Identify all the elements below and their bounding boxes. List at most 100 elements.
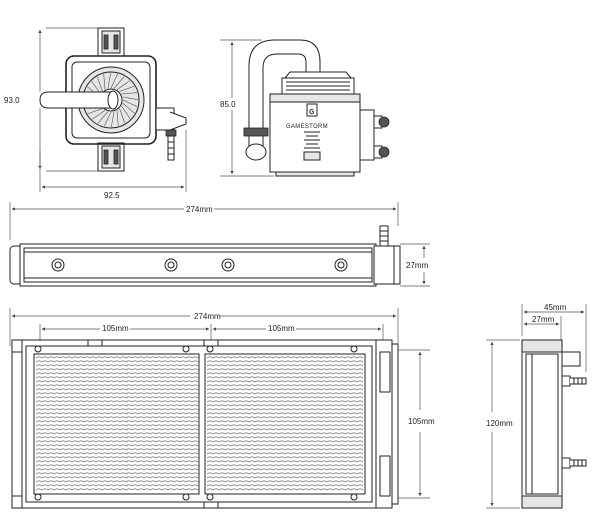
radiator-fin-row [206, 420, 364, 423]
radiator-fin-row [206, 428, 364, 431]
radiator-front-length-label: 274mm [194, 312, 221, 321]
radiator-fin-row [35, 364, 199, 367]
radiator-fin-row [35, 444, 199, 447]
pump-top-height-dimension: 93.0 [4, 27, 98, 172]
radiator-fin-row [206, 360, 364, 363]
radiator-front-length-dimension: 274mm [9, 308, 399, 346]
radiator-fin-row [206, 452, 364, 455]
pump-side-view: G GAMESTORM 85.0 [220, 39, 390, 177]
radiator-fin-row [206, 440, 364, 443]
radiator-side-body [19, 243, 377, 287]
radiator-fin-row [206, 404, 364, 407]
impeller-blade [107, 72, 111, 89]
radiator-fin-row [206, 456, 364, 459]
radiator-fin-row [35, 404, 199, 407]
radiator-side-thickness-dimension: 27mm [400, 243, 430, 287]
radiator-fin-row [35, 388, 199, 391]
radiator-fin-row [206, 364, 364, 367]
pump-top-width-dimension: 92.5 [39, 130, 187, 200]
impeller-blade [110, 73, 118, 89]
pump-top-mount-bracket-top [97, 27, 125, 57]
radiator-front-fan-spacing-left-label: 105mm [102, 324, 129, 333]
radiator-fin-row [206, 372, 364, 375]
radiator-fin-row [35, 420, 199, 423]
pump-top-mount-bracket-bottom [97, 142, 125, 172]
impeller-blade [122, 99, 138, 107]
radiator-fin-row [35, 408, 199, 411]
impeller-blade [87, 108, 103, 115]
radiator-end-core-width-dimension: 27mm [523, 315, 562, 340]
gamestorm-logo: G GAMESTORM [286, 103, 328, 161]
impeller-blade [96, 76, 103, 92]
radiator-fin-row [35, 476, 199, 479]
radiator-side-mount-holes [51, 258, 348, 272]
radiator-end-total-width-label: 45mm [544, 303, 567, 312]
radiator-fin-row [35, 440, 199, 443]
radiator-fin-row [35, 396, 199, 399]
radiator-fin-row [35, 448, 199, 451]
impeller-blade [104, 111, 112, 127]
radiator-fin-row [35, 360, 199, 363]
radiator-fin-row [206, 476, 364, 479]
radiator-front-fan-spacing-dimension: 105mm 105mm [39, 324, 384, 344]
radiator-end-core-width-label: 27mm [532, 315, 555, 324]
radiator-fin-row [35, 432, 199, 435]
impeller-blade [113, 76, 125, 89]
pump-side-height-dimension: 85.0 [220, 39, 274, 177]
impeller-blade [121, 92, 138, 95]
radiator-fin-row [35, 424, 199, 427]
pump-top-fittings [155, 107, 187, 161]
radiator-fin-row [35, 372, 199, 375]
radiator-fin-row [206, 448, 364, 451]
radiator-fin-row [35, 452, 199, 455]
impeller-blade [116, 110, 119, 127]
impeller-blade [116, 80, 131, 90]
radiator-fin-row [206, 400, 364, 403]
radiator-end-height-label: 120mm [486, 419, 513, 428]
radiator-front-fan-height-dimension: 105mm [398, 349, 435, 499]
radiator-fin-row [206, 472, 364, 475]
radiator-fin-row [206, 412, 364, 415]
pump-top-view: 93.0 92.5 [4, 27, 187, 200]
radiator-fin-row [35, 464, 199, 467]
impeller-blade [91, 110, 106, 120]
impeller-blade [122, 102, 135, 114]
radiator-fin-row [35, 400, 199, 403]
radiator-end-body [521, 339, 563, 509]
radiator-end-fittings [561, 351, 587, 469]
radiator-fin-row [206, 408, 364, 411]
radiator-end-height-dimension: 120mm [486, 339, 520, 509]
radiator-fin-row [206, 424, 364, 427]
radiator-side-length-label: 274mm [186, 205, 213, 214]
brand-text: GAMESTORM [286, 124, 328, 130]
radiator-fin-row [206, 416, 364, 419]
radiator-fin-row [35, 472, 199, 475]
impeller-blade [111, 111, 115, 128]
radiator-front-fins-left [33, 353, 200, 495]
radiator-side-view: 274mm 27mm [9, 202, 430, 287]
radiator-fin-row [206, 484, 364, 487]
radiator-fin-row [206, 392, 364, 395]
radiator-end-view: 45mm 27mm [486, 303, 587, 509]
radiator-fin-row [35, 468, 199, 471]
radiator-fin-row [206, 432, 364, 435]
pump-top-tube [39, 91, 111, 109]
pump-side-height-label: 85.0 [220, 100, 236, 109]
radiator-fin-row [206, 380, 364, 383]
radiator-fin-row [35, 356, 199, 359]
radiator-fin-row [35, 428, 199, 431]
pump-top-height-label: 93.0 [4, 96, 20, 105]
radiator-front-fins-right [204, 353, 366, 495]
radiator-fin-row [206, 436, 364, 439]
radiator-fin-row [206, 396, 364, 399]
radiator-fin-row [35, 456, 199, 459]
radiator-fin-row [35, 392, 199, 395]
radiator-fin-row [35, 380, 199, 383]
radiator-fin-row [206, 488, 364, 491]
radiator-front-fan-spacing-right-label: 105mm [268, 324, 295, 333]
radiator-front-fan-height-label: 105mm [408, 417, 435, 426]
radiator-fin-row [206, 480, 364, 483]
impeller-blade [122, 96, 139, 100]
impeller-blade [119, 108, 126, 124]
